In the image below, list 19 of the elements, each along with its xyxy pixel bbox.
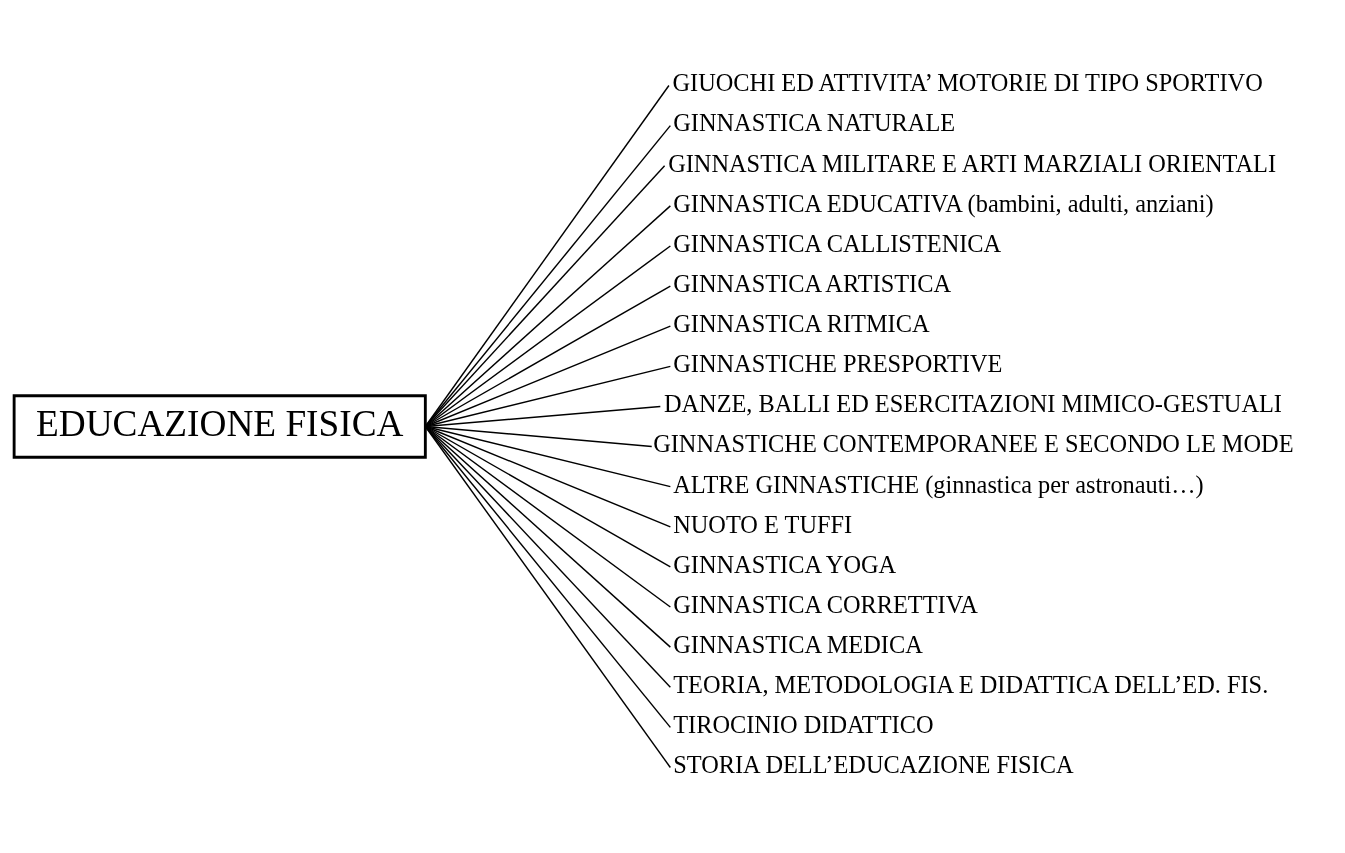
node-text: GINNASTICA MILITARE E ARTI MARZIALI ORIENTALI bbox=[668, 149, 1277, 177]
node-text: GINNASTICA NATURALE bbox=[673, 109, 956, 137]
node-text: GINNASTICA YOGA bbox=[673, 550, 897, 578]
node-text: GINNASTICHE CONTEMPORANEE E SECONDO LE MODE bbox=[653, 430, 1294, 458]
node-text: DANZE, BALLI ED ESERCITAZIONI MIMICO-GESTUALI bbox=[663, 390, 1282, 418]
node-text: GINNASTICA ARTISTICA bbox=[673, 269, 952, 297]
node-box: EDUCAZIONE FISICA bbox=[12, 394, 427, 459]
node-text: GINNASTICA RITMICA bbox=[673, 310, 930, 338]
node-text: STORIA DELL’EDUCAZIONE FISICA bbox=[673, 751, 1074, 779]
node-text: TEORIA, METODOLOGIA E DIDATTICA DELL’ED. FIS. bbox=[673, 671, 1269, 699]
node-text: ALTRE GINNASTICHE (ginnastica per astronauti…) bbox=[673, 470, 1204, 498]
node-text: TIROCINIO DIDATTICO bbox=[673, 711, 934, 739]
node-text: GINNASTICHE PRESPORTIVE bbox=[673, 350, 1003, 378]
node-text: GIUOCHI ED ATTIVITA’ MOTORIE DI TIPO SPORTIVO bbox=[672, 69, 1263, 97]
node-text: GINNASTICA CORRETTIVA bbox=[673, 590, 978, 618]
node-text: NUOTO E TUFFI bbox=[673, 510, 853, 538]
node-text: GINNASTICA CALLISTENICA bbox=[673, 229, 1002, 257]
node-text: GINNASTICA EDUCATIVA (bambini, adulti, anziani) bbox=[673, 189, 1214, 217]
node-text: GINNASTICA MEDICA bbox=[673, 631, 923, 659]
